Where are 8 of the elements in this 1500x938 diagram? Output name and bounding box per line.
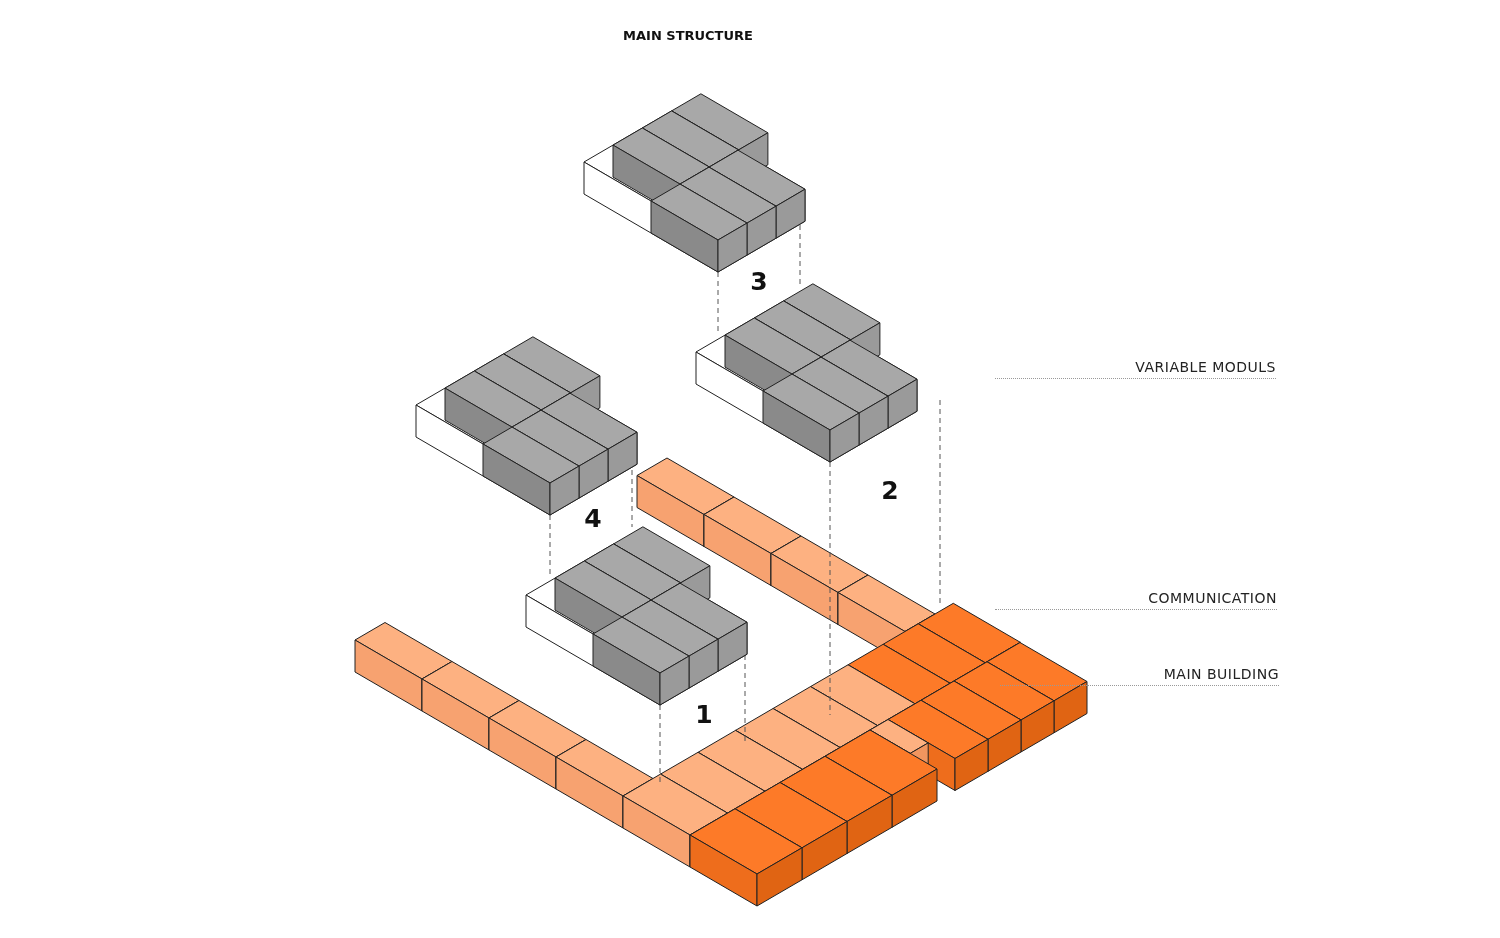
layer-label: MAIN BUILDING <box>1163 666 1279 682</box>
layer-label: VARIABLE MODULS <box>1135 359 1276 375</box>
module-number: 4 <box>584 503 602 533</box>
layer-label: COMMUNICATION <box>1148 590 1277 606</box>
title: MAIN STRUCTURE <box>623 27 753 43</box>
module-number: 2 <box>881 475 899 505</box>
module-number: 3 <box>750 266 768 296</box>
module-number: 1 <box>695 699 713 729</box>
